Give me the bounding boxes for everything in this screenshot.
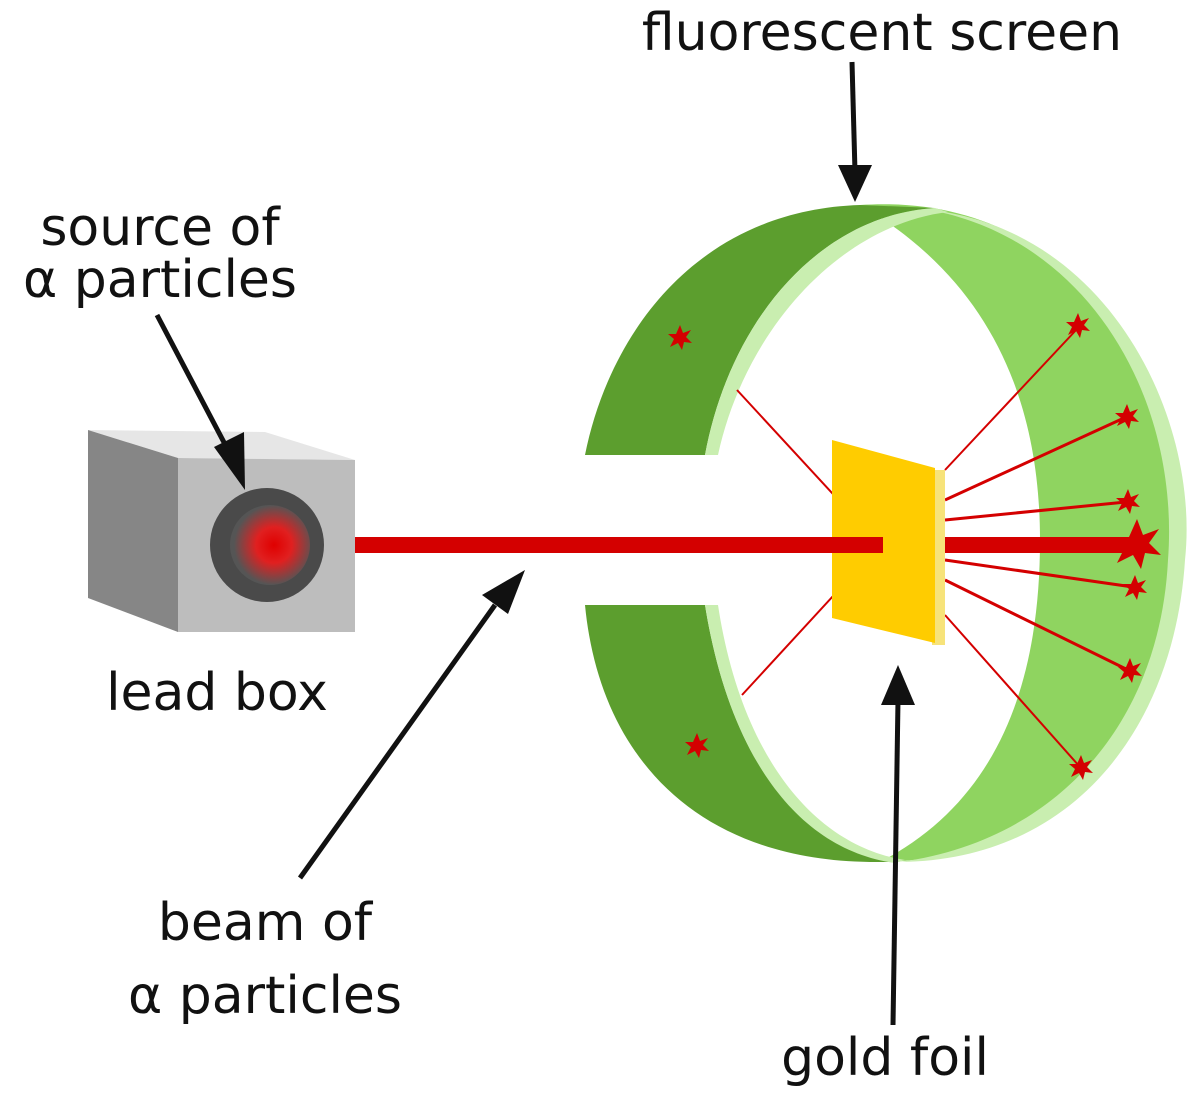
arrow-to-foil bbox=[890, 699, 901, 1026]
deflected-path bbox=[944, 558, 1134, 589]
gold-foil-face bbox=[832, 440, 935, 643]
label-fluorescent-screen: fluorescent screen bbox=[642, 3, 1122, 63]
screen-inner-rim-upper bbox=[705, 208, 948, 455]
label-gold-foil: gold foil bbox=[781, 1028, 989, 1088]
deflected-path bbox=[944, 327, 1079, 471]
label-source-line1: source of bbox=[40, 198, 281, 258]
lead-box bbox=[88, 430, 355, 632]
label-lead-box: lead box bbox=[106, 663, 328, 723]
arrow-to-beam bbox=[297, 603, 498, 880]
screen-outer-upper bbox=[585, 205, 935, 455]
beam-right bbox=[945, 537, 1125, 553]
arrow-to-source bbox=[154, 313, 231, 452]
star-flash-icon bbox=[1123, 575, 1147, 600]
star-flash-icon bbox=[1115, 404, 1139, 429]
screen-inner-face bbox=[860, 204, 1172, 862]
screen-outer-lower bbox=[585, 605, 900, 862]
labels: fluorescent screen source of α particles… bbox=[23, 3, 1122, 1088]
pointer-arrows bbox=[154, 61, 915, 1026]
arrowhead-screen bbox=[838, 165, 872, 202]
label-source-line2: α particles bbox=[23, 250, 297, 310]
alpha-beam bbox=[300, 537, 1125, 553]
lead-box-side bbox=[88, 430, 178, 632]
arrowhead-foil bbox=[881, 665, 915, 705]
star-flash-icon bbox=[1069, 755, 1093, 780]
arrow-to-screen bbox=[849, 61, 858, 173]
beam-left bbox=[300, 537, 883, 553]
star-flash-icon bbox=[1118, 658, 1142, 683]
label-beam-line2: α particles bbox=[128, 966, 402, 1026]
deflected-path bbox=[944, 416, 1125, 502]
gold-foil-edge bbox=[932, 470, 945, 645]
star-flash-icon bbox=[1066, 313, 1090, 338]
arrowhead-source bbox=[214, 432, 245, 490]
deflection-paths bbox=[736, 327, 1134, 768]
aperture-glow bbox=[230, 505, 310, 585]
screen-inner-rim-lower bbox=[705, 605, 905, 863]
arrowhead-beam bbox=[482, 570, 525, 614]
star-flash-icon bbox=[668, 325, 692, 350]
label-beam-line1: beam of bbox=[158, 893, 374, 953]
star-flash-icon bbox=[1113, 519, 1161, 569]
scintillations bbox=[668, 313, 1161, 780]
fluorescent-screen bbox=[585, 204, 1187, 863]
gold-foil bbox=[832, 440, 945, 645]
deflected-path bbox=[944, 614, 1081, 768]
star-flash-icon bbox=[685, 733, 709, 758]
star-flash-icon bbox=[1116, 489, 1140, 514]
deflected-path bbox=[944, 500, 1127, 522]
deflected-path bbox=[944, 578, 1129, 672]
